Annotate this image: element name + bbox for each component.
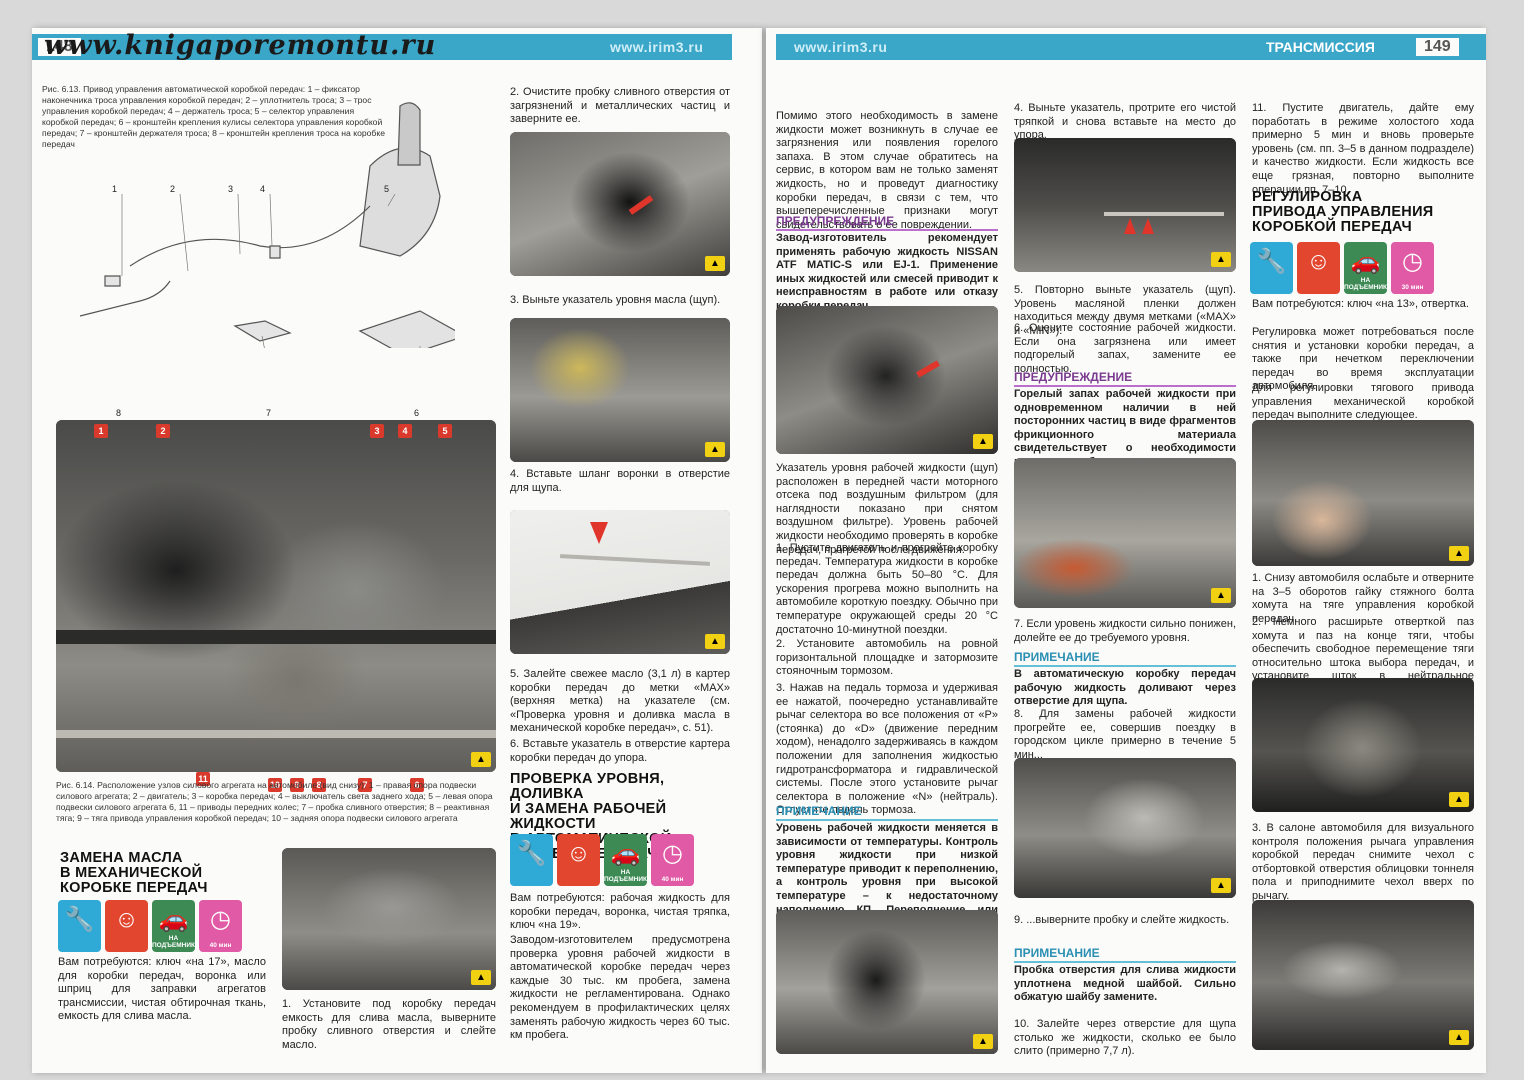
fig614-marker-1: 1: [94, 424, 108, 438]
diagram-label-7: 7: [266, 408, 272, 418]
auto-requirements: Вам потребуются: рабочая жидкость для ко…: [510, 892, 730, 932]
step-wipe-dipstick: 4. Выньте указатель, протрите его чистой…: [1014, 102, 1236, 142]
clock-icon: ◷30 мин: [1391, 242, 1434, 294]
note-2-title: ПРИМЕЧАНИЕ: [1014, 650, 1236, 667]
fig614-marker-5: 5: [438, 424, 452, 438]
right-section-name: ТРАНСМИССИЯ: [1266, 39, 1375, 55]
step1-text: 1. Установите под коробку передач емкост…: [282, 998, 496, 1051]
wrench-icon: 🔧: [510, 834, 553, 886]
step-refill: 10. Залейте через отверстие для щупа сто…: [1014, 1018, 1236, 1058]
step4-photo: ▲: [510, 510, 730, 654]
manual-section-title: ЗАМЕНА МАСЛА В МЕХАНИЧЕСКОЙ КОРОБКЕ ПЕРЕ…: [60, 850, 208, 896]
lift-icon: 🚗НА ПОДЪЕМНИКЕ: [152, 900, 199, 952]
clock-icon: ◷40 мин: [199, 900, 242, 952]
step3-text: 3. Выньте указатель уровня масла (щуп).: [510, 294, 721, 306]
diagram-label-4: 4: [260, 184, 266, 194]
lift-icon: 🚗НА ПОДЪЕМНИКЕ: [604, 834, 651, 886]
right-header-bar: www.irim3.ru ТРАНСМИССИЯ 149: [776, 34, 1486, 60]
adjust-section-title: РЕГУЛИРОВКА ПРИВОДА УПРАВЛЕНИЯ КОРОБКОЙ …: [1252, 189, 1434, 235]
fig614-marker-4: 4: [398, 424, 412, 438]
step-recheck: 11. Пустите двигатель, дайте ему поработ…: [1252, 102, 1474, 196]
drain-plug-photo: ▲: [776, 910, 998, 1054]
step2-text: 2. Очистите пробку сливного отверстия от…: [510, 86, 730, 126]
auto-intro: Заводом-изготовителем предусмотрена пров…: [510, 934, 730, 1042]
gear-lever-boot-photo: ▲: [1252, 678, 1474, 812]
fig614-marker-2: 2: [156, 424, 170, 438]
person-icon: ☺: [105, 900, 148, 952]
fig614-marker-11: 11: [196, 772, 210, 786]
adjust-intro-1: Регулировка может потребоваться после сн…: [1252, 326, 1474, 393]
right-page: www.irim3.ru ТРАНСМИССИЯ 149 Помимо этог…: [766, 28, 1486, 1073]
adjust-requirements: Вам потребуются: ключ «на 13», отвертка.: [1252, 298, 1469, 310]
note-1-title: ПРИМЕЧАНИЕ: [776, 804, 998, 821]
step-topup: 7. Если уровень жидкости сильно понижен,…: [1014, 618, 1236, 644]
step-drain: 9. ...выверните пробку и слейте жидкость…: [1014, 914, 1230, 926]
clock-icon: ◷40 мин: [651, 834, 694, 886]
manual-icons: 🔧 ☺ 🚗НА ПОДЪЕМНИКЕ ◷40 мин: [58, 900, 242, 952]
wrench-icon: 🔧: [58, 900, 101, 952]
fig614-photo: ▲: [56, 420, 496, 772]
warning-2-title: ПРЕДУПРЕЖДЕНИЕ: [1014, 370, 1236, 387]
fig614-marker-9: 9: [290, 778, 304, 792]
topup-photo: ▲: [1014, 458, 1236, 608]
fig614-caption: Рис. 6.14. Расположение узлов силового а…: [56, 780, 493, 823]
intro-text: Помимо этого необходимость в замене жидк…: [776, 110, 998, 231]
unscrew-plug-photo: ▲: [1014, 758, 1236, 898]
left-header-bar: 148 www.irim3.ru: [32, 34, 732, 60]
diagram-label-6: 6: [414, 408, 420, 418]
fig614-marker-10: 10: [268, 778, 282, 792]
fig614-marker-8: 8: [312, 778, 326, 792]
adjust-intro-2: Для регулировки тягового привода управле…: [1252, 382, 1474, 422]
step4-text: 4. Вставьте шланг воронки в отверстие дл…: [510, 468, 730, 494]
step3-photo: ▲: [510, 318, 730, 462]
right-header-url: www.irim3.ru: [794, 39, 888, 55]
step-selector-cycle: 3. Нажав на педаль тормоза и удерживая е…: [776, 682, 998, 817]
auto-icons: 🔧 ☺ 🚗НА ПОДЪЕМНИКЕ ◷40 мин: [510, 834, 694, 886]
diagram-label-5: 5: [384, 184, 390, 194]
dipstick-location-text: Указатель уровня рабочей жидкости (щуп) …: [776, 462, 998, 556]
dipstick-photo: ▲: [1014, 138, 1236, 272]
fig614-marker-6: 6: [410, 778, 424, 792]
left-page-number: 148: [38, 38, 81, 56]
wrench-icon: 🔧: [1250, 242, 1293, 294]
warning-1-title: ПРЕДУПРЕЖДЕНИЕ: [776, 214, 998, 231]
person-icon: ☺: [1297, 242, 1340, 294]
note-3-text: Пробка отверстия для слива жидкости упло…: [1014, 964, 1236, 1004]
adjust-step-1: 1. Снизу автомобиля ослабьте и отверните…: [1252, 572, 1474, 625]
diagram-label-1: 1: [112, 184, 118, 194]
step-assess-fluid: 6. Оцените состояние рабочей жидкости. Е…: [1014, 322, 1236, 375]
fig614-badge: ▲: [471, 752, 491, 767]
fig614-marker-3: 3: [370, 424, 384, 438]
fig613-diagram: [79, 102, 455, 348]
step-warm-up: 1. Пустите двигатель и прогрейте коробку…: [776, 542, 998, 636]
linkage-photo: ▲: [1252, 900, 1474, 1050]
step6-text: 6. Вставьте указатель в отверстие картер…: [510, 738, 730, 764]
fig613-caption: Рис. 6.13. Привод управления автоматичес…: [42, 84, 385, 149]
note-2-text: В автоматическую коробку передач рабочую…: [1014, 668, 1236, 708]
watermark: www.knigaporemontu.ru: [44, 30, 437, 61]
step-check-level: 5. Повторно выньте указатель (щуп). Уров…: [1014, 284, 1236, 337]
warning-1-text: Завод-изготовитель рекомендует применять…: [776, 232, 998, 312]
diagram-label-8: 8: [116, 408, 122, 418]
lift-icon: 🚗НА ПОДЪЕМНИКЕ: [1344, 242, 1391, 294]
step-level-ground: 2. Установите автомобиль на ровной гориз…: [776, 638, 998, 678]
diagram-label-3: 3: [228, 184, 234, 194]
step1-photo: ▲: [282, 848, 496, 990]
step-warm-for-change: 8. Для замены рабочей жидкости прогрейте…: [1014, 708, 1236, 761]
manual-requirements: Вам потребуются: ключ «на 17», масло для…: [58, 956, 266, 1023]
adjust-step-3: 3. В салоне автомобиля для визуального к…: [1252, 822, 1474, 902]
right-page-number: 149: [1416, 38, 1459, 56]
diagram-label-2: 2: [170, 184, 176, 194]
left-header-url: www.irim3.ru: [610, 39, 704, 55]
note-3-title: ПРИМЕЧАНИЕ: [1014, 946, 1236, 963]
left-page: 148 www.irim3.ru Рис. 6.13. Привод управ…: [32, 28, 762, 1073]
step2-photo: ▲: [510, 132, 730, 276]
step5-text: 5. Залейте свежее масло (3,1 л) в картер…: [510, 668, 730, 735]
fig614-marker-7: 7: [358, 778, 372, 792]
dipstick-location-photo: ▲: [776, 306, 998, 454]
person-icon: ☺: [557, 834, 600, 886]
adjust-icons: 🔧 ☺ 🚗НА ПОДЪЕМНИКЕ ◷30 мин: [1250, 242, 1434, 294]
clamp-bolt-photo: ▲: [1252, 420, 1474, 566]
